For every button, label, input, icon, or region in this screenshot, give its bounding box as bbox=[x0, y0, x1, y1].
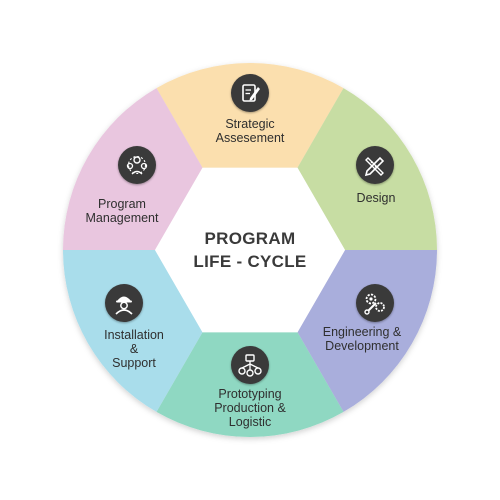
engineering-label-line1: Engineering & bbox=[322, 325, 402, 339]
design-label-line1: Design bbox=[356, 191, 396, 205]
segment-label-strategic: Strategic Assesement bbox=[216, 117, 285, 145]
gears-wrench-icon bbox=[356, 284, 394, 322]
segment-strategic bbox=[156, 63, 344, 168]
program-mgmt-label-line1: Program bbox=[98, 197, 146, 211]
center-title-line1: PROGRAM bbox=[204, 229, 296, 248]
center-hexagon bbox=[155, 167, 345, 333]
segment-engineering bbox=[297, 250, 437, 412]
segment-prototyping bbox=[156, 332, 344, 437]
engineering-label-line2: Development bbox=[325, 339, 399, 353]
strategic-label-line2: Assesement bbox=[215, 131, 285, 145]
network-flow-icon bbox=[231, 346, 269, 384]
prototyping-label-line3: Logistic bbox=[228, 415, 272, 429]
segment-label-prototyping: Prototyping Production & Logistic bbox=[214, 387, 286, 429]
pencil-ruler-icon bbox=[356, 146, 394, 184]
segment-label-design: Design bbox=[357, 191, 396, 205]
installation-label-line1: Installation bbox=[104, 328, 164, 342]
team-management-icon bbox=[118, 146, 156, 184]
segment-installation bbox=[63, 250, 203, 412]
engineer-worker-icon bbox=[105, 284, 143, 322]
prototyping-label-line1: Prototyping bbox=[218, 387, 282, 401]
segment-label-program-management: Program Management bbox=[86, 197, 159, 225]
strategic-label-line1: Strategic bbox=[225, 117, 275, 131]
installation-label-line3: Support bbox=[112, 356, 156, 370]
prototyping-label-line2: Production & bbox=[214, 401, 286, 415]
center-title-line2: LIFE - CYCLE bbox=[193, 252, 307, 271]
segment-label-installation: Installation & Support bbox=[104, 328, 164, 370]
program-mgmt-label-line2: Management bbox=[85, 211, 159, 225]
installation-label-line2: & bbox=[129, 342, 139, 356]
center-title: PROGRAM LIFE - CYCLE bbox=[193, 227, 306, 273]
segment-label-engineering: Engineering & Development bbox=[323, 325, 402, 353]
edit-document-icon bbox=[231, 74, 269, 112]
